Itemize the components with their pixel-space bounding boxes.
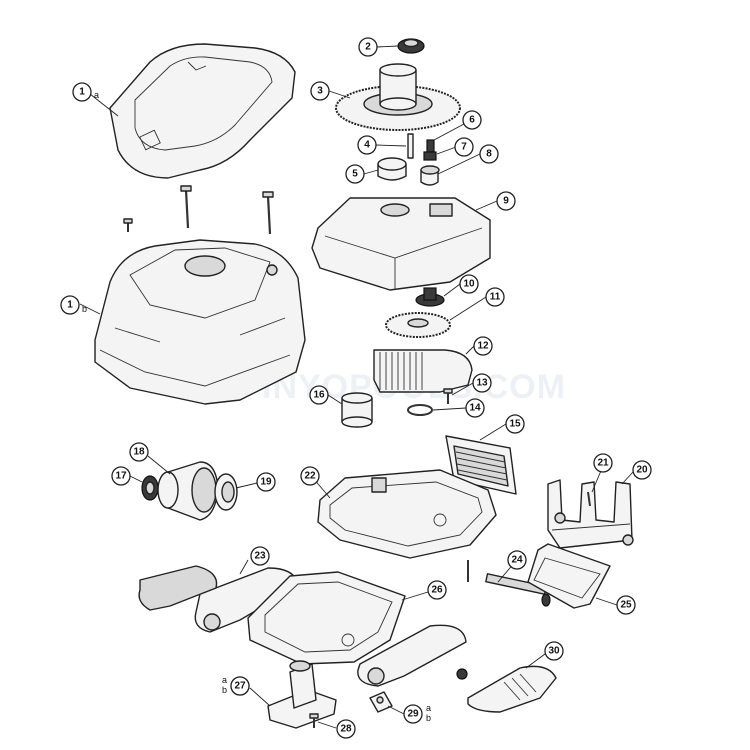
callout-1b: 1 — [60, 295, 80, 315]
callout-label: 13 — [476, 378, 488, 389]
part-clip — [369, 691, 393, 713]
callout-28: 28 — [336, 719, 356, 739]
callout-3: 3 — [310, 81, 330, 101]
callout-18: 18 — [129, 442, 149, 462]
callout-label: 27 — [234, 681, 246, 692]
callout-12: 12 — [473, 336, 493, 356]
callout-label: 1 — [79, 87, 85, 98]
part-screw-13 — [443, 388, 453, 404]
callout-29: 29 — [403, 704, 423, 724]
callout-27: 27 — [230, 676, 250, 696]
part-end-cap — [467, 665, 557, 713]
callout-24: 24 — [507, 550, 527, 570]
part-impeller-hub — [214, 473, 238, 511]
part-swivel-bracket — [547, 479, 634, 549]
callout-label: 11 — [490, 292, 501, 303]
callout-label: 10 — [463, 279, 475, 290]
part-retaining-ring — [407, 404, 433, 416]
callout-sub-1a: a — [94, 90, 99, 100]
callout-2: 2 — [358, 37, 378, 57]
callout-label: 29 — [407, 709, 419, 720]
callout-label: 3 — [317, 86, 323, 97]
callout-label: 25 — [620, 600, 632, 611]
callout-5: 5 — [345, 164, 365, 184]
callout-label: 4 — [364, 140, 370, 151]
callout-label: 8 — [486, 149, 492, 160]
part-cylinder — [341, 392, 373, 428]
part-pinion — [415, 287, 445, 307]
callout-sub-27b: b — [222, 685, 227, 695]
callout-17: 17 — [111, 466, 131, 486]
part-pump-impeller — [157, 461, 219, 521]
callout-label: 15 — [509, 419, 521, 430]
callout-6: 6 — [462, 110, 482, 130]
part-right-side-panel — [357, 624, 468, 687]
callout-19: 19 — [256, 472, 276, 492]
part-motor — [373, 349, 473, 393]
callout-1a: 1 — [72, 82, 92, 102]
callout-14: 14 — [465, 398, 485, 418]
part-fasteners-6-7-8 — [420, 139, 440, 186]
part-main-frame — [247, 571, 406, 665]
part-gear-disc — [385, 312, 451, 338]
callout-11: 11 — [485, 287, 505, 307]
callout-7: 7 — [454, 137, 474, 157]
callout-16: 16 — [309, 385, 329, 405]
callout-9: 9 — [496, 191, 516, 211]
part-left-side-panel — [138, 565, 299, 633]
callout-label: 16 — [313, 390, 325, 401]
callout-8: 8 — [479, 144, 499, 164]
part-swivel-housing — [267, 660, 337, 729]
callout-26: 26 — [427, 580, 447, 600]
callout-label: 2 — [365, 42, 371, 53]
part-bushing — [377, 157, 407, 181]
callout-label: 23 — [254, 551, 266, 562]
callout-13: 13 — [472, 373, 492, 393]
callout-label: 18 — [133, 447, 145, 458]
callout-10: 10 — [459, 274, 479, 294]
callout-20: 20 — [632, 460, 652, 480]
callout-label: 24 — [511, 555, 523, 566]
callout-21: 21 — [593, 453, 613, 473]
callout-30: 30 — [544, 641, 564, 661]
callout-label: 1 — [67, 300, 73, 311]
callout-label: 28 — [340, 724, 352, 735]
callout-label: 7 — [461, 142, 467, 153]
callout-23: 23 — [250, 546, 270, 566]
callout-label: 9 — [503, 196, 509, 207]
callout-label: 30 — [548, 646, 560, 657]
part-screws — [123, 185, 274, 235]
part-pin — [407, 133, 414, 159]
part-top-cover — [109, 43, 296, 179]
callout-label: 20 — [636, 465, 648, 476]
part-drive-gear — [335, 63, 461, 131]
callout-22: 22 — [300, 466, 320, 486]
callout-label: 26 — [431, 585, 443, 596]
callout-label: 19 — [260, 477, 272, 488]
part-screw-21 — [587, 491, 591, 507]
callout-sub-1b: b — [82, 304, 87, 314]
callout-4: 4 — [357, 135, 377, 155]
callout-label: 17 — [115, 471, 127, 482]
callout-label: 12 — [477, 341, 489, 352]
callout-sub-27a: a — [222, 675, 227, 685]
callout-label: 6 — [469, 115, 475, 126]
part-drive-pulley — [141, 475, 159, 501]
part-small-gear — [397, 38, 425, 54]
part-screw-28 — [309, 713, 319, 728]
callout-sub-29b: b — [426, 713, 431, 723]
callout-label: 22 — [304, 471, 316, 482]
part-chassis-tray — [317, 469, 497, 559]
callout-label: 5 — [352, 169, 358, 180]
callout-label: 21 — [597, 458, 609, 469]
callout-sub-29a: a — [426, 703, 431, 713]
callout-label: 14 — [469, 403, 481, 414]
callout-15: 15 — [505, 414, 525, 434]
part-motor-cover — [311, 197, 491, 291]
callout-25: 25 — [616, 595, 636, 615]
part-lower-housing — [94, 239, 306, 405]
part-base-plate — [527, 543, 611, 609]
